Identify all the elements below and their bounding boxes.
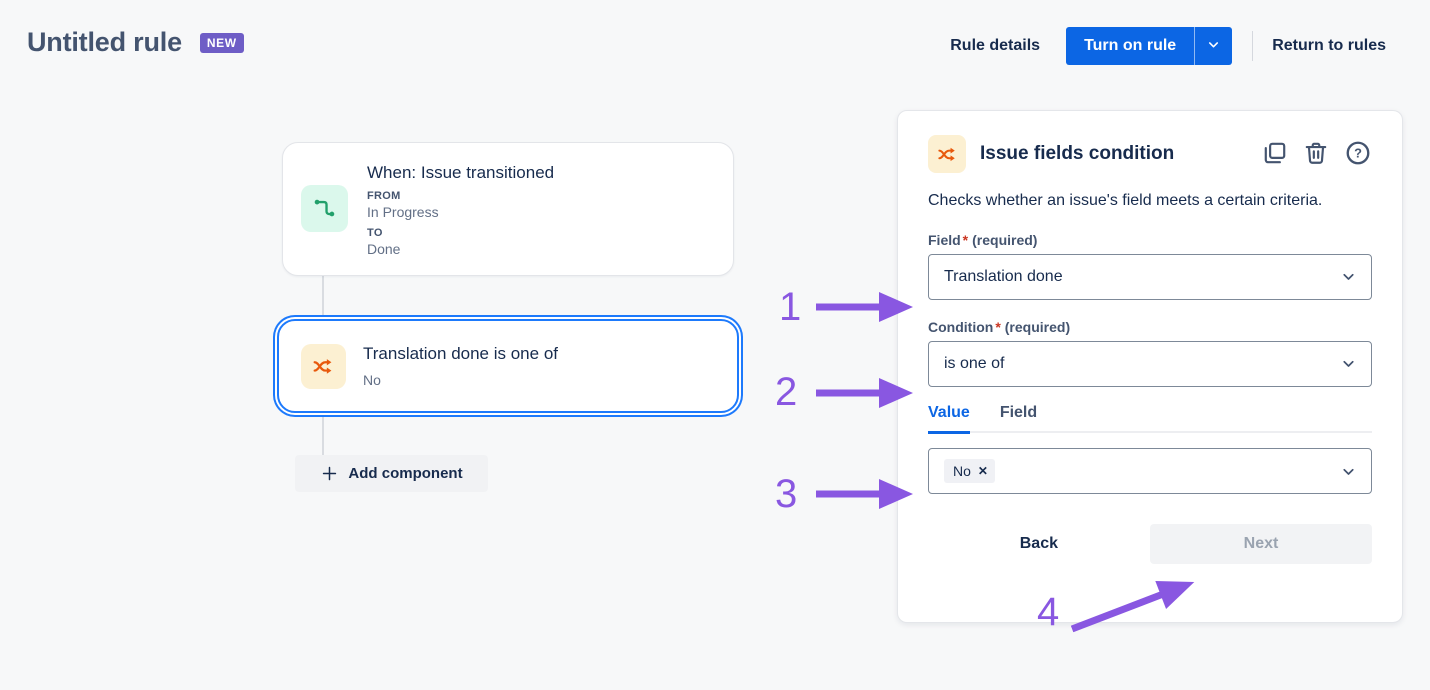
field-label: Field * (required) [928,232,1372,248]
trigger-to-label: TO [367,227,383,240]
chevron-down-icon [1340,268,1357,285]
condition-card-selected[interactable]: Translation done is one of No [277,319,739,413]
annotation-arrow-4 [1070,580,1195,633]
condition-form-group: Condition * (required) is one of [928,319,1372,387]
condition-title: Translation done is one of [363,344,558,363]
annotation-step-3: 3 [775,472,798,516]
svg-text:?: ? [1354,145,1362,160]
panel-description: Checks whether an issue's field meets a … [928,192,1323,209]
duplicate-button[interactable] [1262,140,1288,169]
tab-value[interactable]: Value [928,404,970,434]
condition-select-value: is one of [944,354,1005,372]
plus-icon [320,464,339,483]
field-select[interactable]: Translation done [928,253,1372,300]
annotation-arrow-2 [816,378,913,408]
condition-config-panel: Issue fields condition [897,110,1403,623]
trash-icon [1303,140,1329,169]
value-source-tabs: Value Field [928,404,1372,434]
flow-connector [322,276,324,318]
trigger-card[interactable]: When: Issue transitioned FROM In Progres… [282,142,734,276]
back-button[interactable]: Back [1019,535,1058,553]
rule-details-button[interactable]: Rule details [950,37,1041,54]
chevron-down-icon [1340,355,1357,372]
header-divider [1252,31,1254,61]
trigger-from-value: In Progress [367,204,439,221]
panel-title: Issue fields condition [980,143,1175,164]
trigger-from-label: FROM [367,190,401,203]
annotation-arrow-1 [816,292,913,322]
next-button-disabled[interactable]: Next [1150,524,1372,565]
field-select-value: Translation done [944,267,1063,285]
condition-select[interactable]: is one of [928,340,1372,387]
new-badge: NEW [199,32,244,53]
transition-icon [301,185,348,232]
panel-actions: ? [1262,139,1372,170]
help-icon: ? [1344,139,1372,170]
add-component-button[interactable]: Add component [295,455,488,492]
shuffle-icon [301,344,346,389]
turn-on-rule-dropdown-button[interactable] [1194,27,1233,65]
shuffle-icon [928,135,966,173]
value-chip: No ✕ [944,459,995,484]
value-chip-label: No [953,463,971,480]
tab-field[interactable]: Field [999,403,1038,421]
flow-connector [322,416,324,456]
required-text: (required) [972,231,1038,248]
required-asterisk: * [962,231,969,248]
chevron-down-icon [1340,463,1357,480]
panel-footer: Back Next [928,524,1372,565]
field-form-group: Field * (required) Translation done [928,232,1372,300]
value-multi-select[interactable]: No ✕ [928,448,1372,495]
trigger-to-value: Done [367,241,401,258]
copy-icon [1262,140,1288,169]
condition-subtitle: No [363,372,381,389]
annotation-step-4: 4 [1037,590,1060,634]
annotation-arrow-3 [816,479,913,509]
help-button[interactable]: ? [1344,139,1372,170]
required-asterisk: * [995,318,1001,335]
chevron-down-icon [1206,37,1221,55]
required-text: (required) [1004,318,1071,335]
add-component-label: Add component [348,465,463,482]
field-label-text: Field [928,231,961,248]
turn-on-rule-split-button: Turn on rule [1066,27,1233,65]
turn-on-rule-button[interactable]: Turn on rule [1066,27,1195,65]
condition-label: Condition * (required) [928,319,1372,335]
page-header: Untitled rule NEW [27,27,244,58]
annotation-step-2: 2 [775,370,798,414]
annotation-step-1: 1 [779,285,802,329]
trigger-title: When: Issue transitioned [367,163,555,182]
delete-button[interactable] [1303,140,1329,169]
header-actions: Rule details Turn on rule Return to rule… [950,27,1386,65]
return-to-rules-button[interactable]: Return to rules [1272,37,1386,54]
panel-header: Issue fields condition [928,135,1372,173]
condition-label-text: Condition [928,318,994,335]
close-icon[interactable]: ✕ [977,464,988,479]
page-title: Untitled rule [27,27,182,57]
